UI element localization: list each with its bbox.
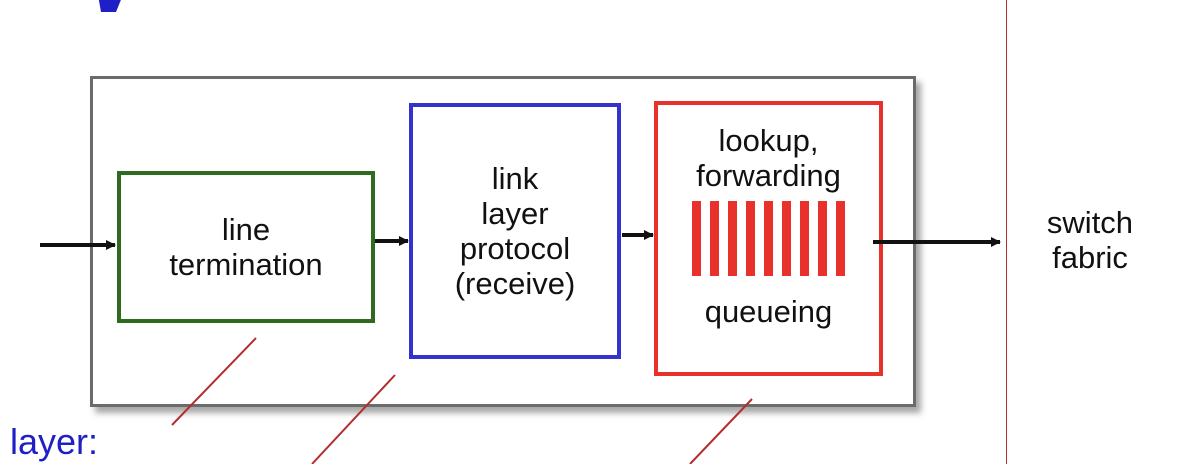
pointer-line-link	[311, 374, 396, 464]
lookup-label-2: forwarding	[696, 158, 841, 193]
queue-slot	[818, 201, 827, 276]
lookup-forwarding-box: lookup, forwarding queueing	[654, 101, 883, 376]
queue-slot	[836, 201, 845, 276]
pointer-line-physical	[171, 337, 257, 426]
link-layer-box: link layer protocol (receive)	[409, 103, 621, 359]
link-layer-label-4: (receive)	[454, 266, 576, 301]
frame-divider-line	[1006, 0, 1007, 464]
lookup-label-1: lookup,	[718, 123, 819, 158]
link-layer-label-2: layer	[481, 196, 549, 231]
pointer-line-network	[689, 398, 753, 464]
link-layer-label-1: link	[491, 161, 539, 196]
line-termination-label-1: line	[221, 212, 271, 247]
queueing-label: queueing	[704, 294, 833, 329]
link-layer-label-3: protocol	[459, 231, 571, 266]
queue-slot	[764, 201, 773, 276]
queue-slot	[692, 201, 701, 276]
queue-slot	[728, 201, 737, 276]
queue-slot	[746, 201, 755, 276]
queue-slot	[800, 201, 809, 276]
caption-fragment: l layer:	[0, 421, 99, 462]
queue-bars	[692, 201, 845, 276]
queue-slot	[710, 201, 719, 276]
switch-fabric-label-2: fabric	[1052, 240, 1128, 275]
switch-fabric-label-1: switch	[1046, 205, 1134, 240]
line-termination-box: line termination	[117, 171, 375, 323]
switch-fabric-label: switch fabric	[1030, 205, 1150, 275]
queue-slot	[782, 201, 791, 276]
line-termination-label-2: termination	[169, 247, 323, 282]
